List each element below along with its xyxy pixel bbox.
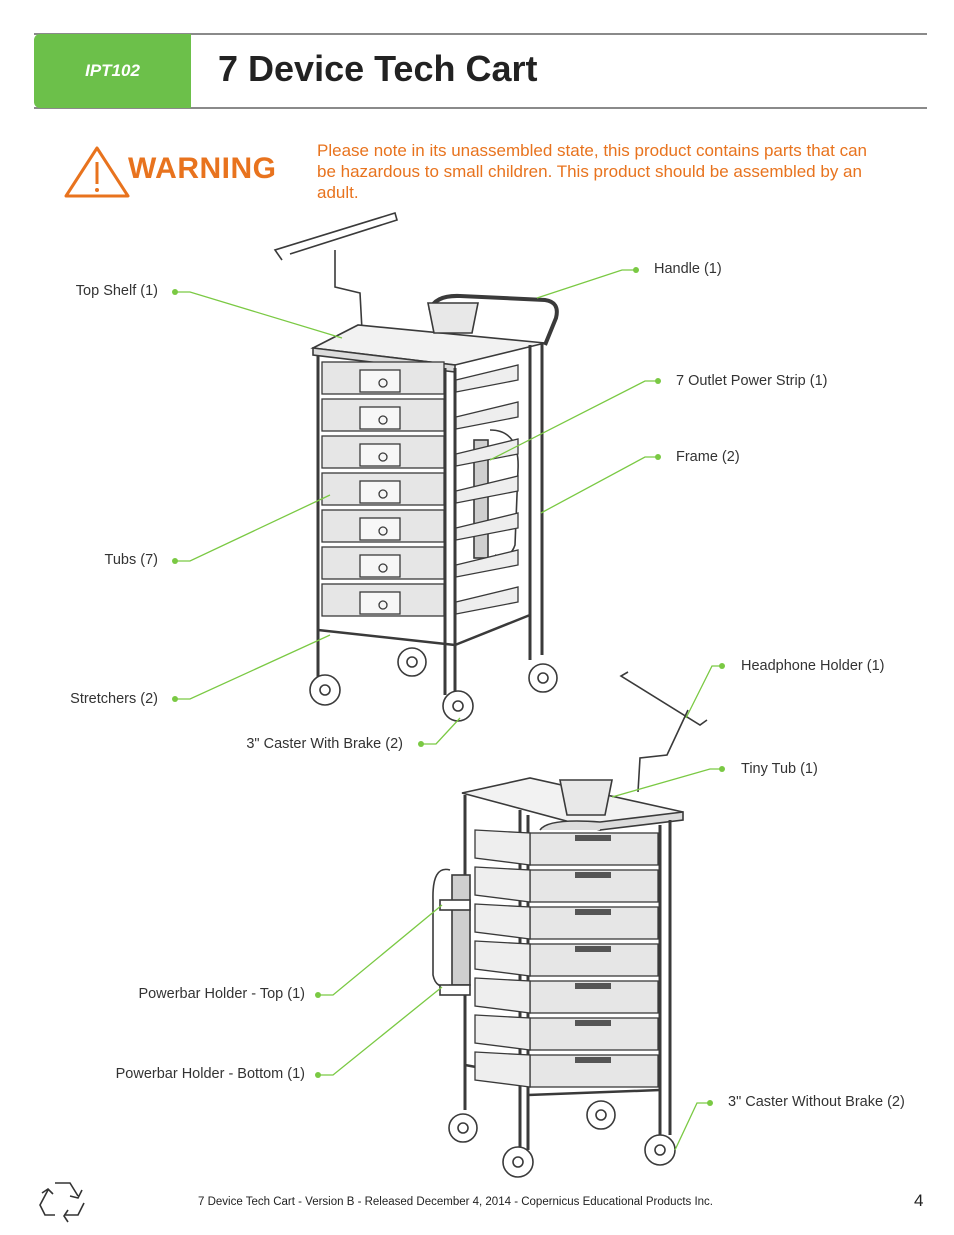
leader-powerbar-bottom <box>318 986 443 1076</box>
leader-handle <box>536 269 636 299</box>
header-top-rule <box>34 33 927 35</box>
leader-tubs <box>175 494 331 562</box>
leader-stretchers <box>175 634 331 700</box>
leader-caster-brake <box>421 717 461 745</box>
label-headphone-holder: Headphone Holder (1) <box>741 658 885 674</box>
model-tab: IPT102 <box>34 34 191 108</box>
label-stretchers: Stretchers (2) <box>70 691 158 707</box>
leader-frame <box>540 456 658 514</box>
page-title: 7 Device Tech Cart <box>218 48 538 89</box>
header-bottom-rule <box>34 107 927 109</box>
model-code: IPT102 <box>85 61 140 80</box>
leader-tiny-tub <box>611 768 722 798</box>
leader-caster-no-brake <box>674 1102 710 1151</box>
label-top-shelf: Top Shelf (1) <box>75 283 158 299</box>
warning-message: Please note in its unassembled state, th… <box>317 141 867 202</box>
leader-powerbar-top <box>318 904 443 996</box>
recycle-icon <box>39 1182 85 1223</box>
leader-headphone <box>685 665 722 719</box>
footer-text: 7 Device Tech Cart - Version B - Release… <box>198 1196 713 1208</box>
label-caster-with-brake: 3" Caster With Brake (2) <box>246 736 403 752</box>
label-powerbar-holder-top: Powerbar Holder - Top (1) <box>138 986 305 1002</box>
page-number: 4 <box>914 1191 924 1210</box>
label-frame: Frame (2) <box>676 449 740 465</box>
upper-cart-tubs <box>321 361 519 617</box>
leader-top-shelf <box>175 291 343 339</box>
leader-power-strip <box>489 380 658 461</box>
label-caster-without-brake: 3" Caster Without Brake (2) <box>728 1094 905 1110</box>
label-power-strip: 7 Outlet Power Strip (1) <box>676 373 828 389</box>
lower-cart-tubs <box>474 829 659 1088</box>
label-handle: Handle (1) <box>654 261 722 277</box>
label-powerbar-holder-bottom: Powerbar Holder - Bottom (1) <box>115 1066 305 1082</box>
label-tiny-tub: Tiny Tub (1) <box>741 761 818 777</box>
label-tubs: Tubs (7) <box>104 552 158 568</box>
warning-label: WARNING <box>128 152 277 185</box>
